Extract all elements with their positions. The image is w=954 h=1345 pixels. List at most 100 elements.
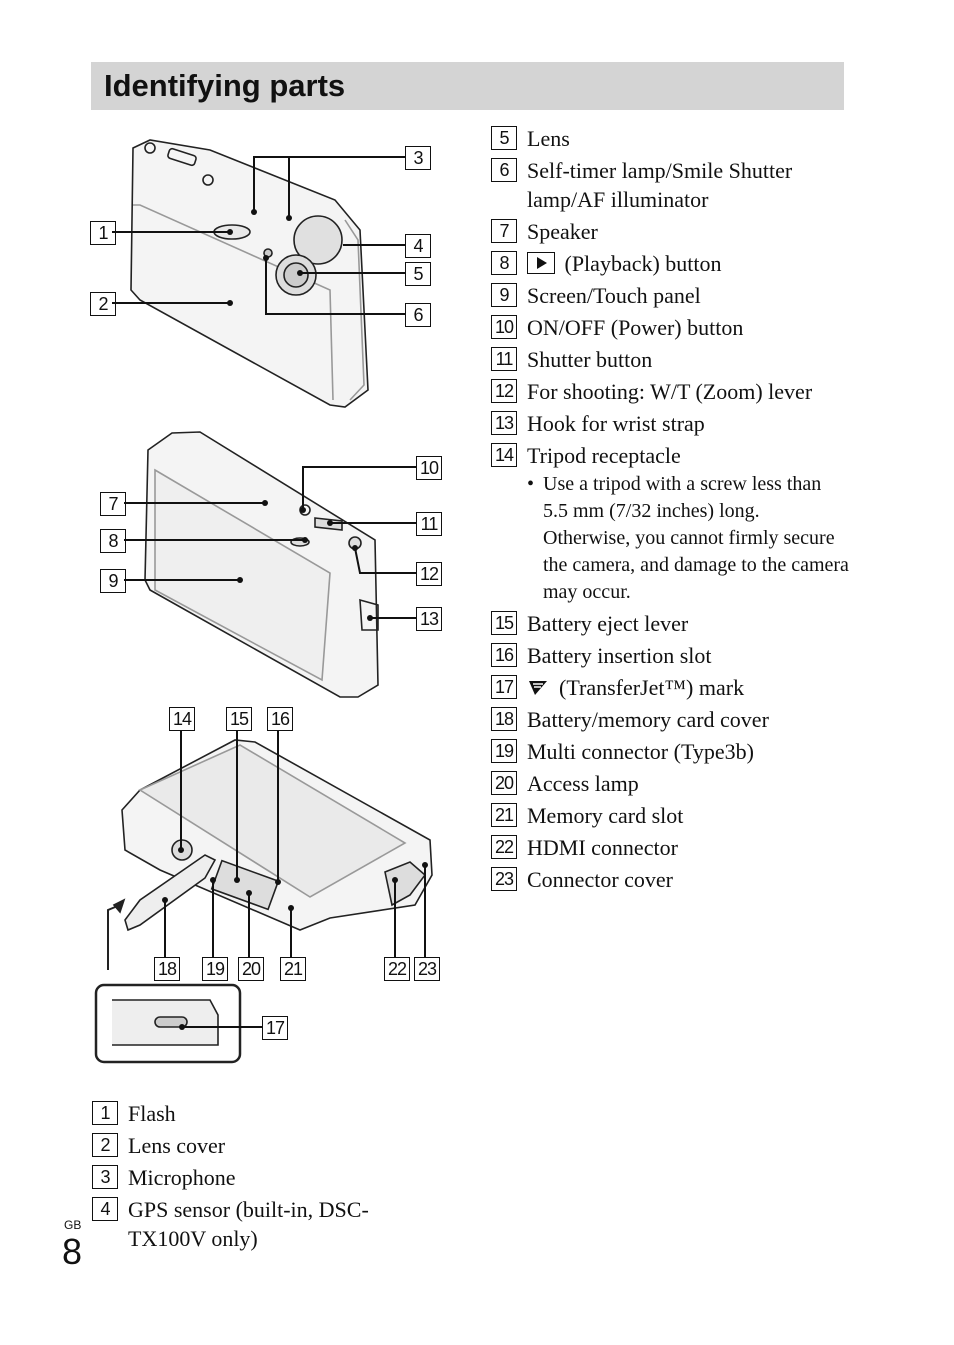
callout-7: 7 (100, 492, 126, 516)
list-item: 12 For shooting: W/T (Zoom) lever (491, 377, 851, 406)
tripod-note: • Use a tripod with a screw less than 5.5… (527, 471, 851, 606)
list-item: 18 Battery/memory card cover (491, 705, 851, 734)
item-label: HDMI connector (527, 835, 678, 860)
item-label: Microphone (128, 1165, 236, 1190)
item-number: 14 (491, 443, 517, 467)
item-label: Access lamp (527, 771, 639, 796)
item-label: Battery eject lever (527, 611, 689, 636)
list-item: 10 ON/OFF (Power) button (491, 313, 851, 342)
camera-bottom-view (107, 739, 433, 970)
item-label: For shooting: W/T (Zoom) lever (527, 379, 813, 404)
list-item: 7 Speaker (491, 217, 851, 246)
list-item: 5 Lens (491, 124, 851, 153)
item-number: 18 (491, 707, 517, 731)
item-label: ON/OFF (Power) button (527, 315, 744, 340)
item-number: 2 (92, 1133, 118, 1157)
callout-17: 17 (262, 1016, 288, 1040)
callout-12: 12 (416, 562, 442, 586)
transferjet-icon (529, 681, 547, 695)
list-item: 11 Shutter button (491, 345, 851, 374)
callout-21: 21 (280, 957, 306, 981)
list-item: 8 (Playback) button (491, 249, 851, 278)
list-item: 13 Hook for wrist strap (491, 409, 851, 438)
callout-2: 2 (90, 292, 116, 316)
list-item: 16 Battery insertion slot (491, 641, 851, 670)
item-label: Screen/Touch panel (527, 283, 701, 308)
item-label: Multi connector (Type3b) (527, 739, 754, 764)
bullet-icon: • (527, 473, 535, 495)
callout-10: 10 (416, 456, 442, 480)
list-item: 23 Connector cover (491, 865, 851, 894)
item-number: 4 (92, 1197, 118, 1221)
region-code: GB (64, 1218, 82, 1232)
item-label: Battery insertion slot (527, 643, 712, 668)
callout-13: 13 (416, 607, 442, 631)
camera-front-view (130, 139, 369, 408)
callout-6: 6 (405, 303, 431, 327)
item-number: 20 (491, 771, 517, 795)
note-text: Use a tripod with a screw less than 5.5 … (543, 473, 849, 603)
item-label: Lens (527, 126, 570, 151)
item-label: Connector cover (527, 867, 673, 892)
list-item: 20 Access lamp (491, 769, 851, 798)
transferjet-inset (94, 983, 242, 1064)
item-number: 12 (491, 379, 517, 403)
item-number: 21 (491, 803, 517, 827)
list-item: 4 GPS sensor (built-in, DSC-TX100V only) (92, 1195, 412, 1253)
item-number: 1 (92, 1101, 118, 1125)
item-number: 13 (491, 411, 517, 435)
callout-3: 3 (405, 146, 431, 170)
callout-1: 1 (90, 221, 116, 245)
callout-5: 5 (405, 262, 431, 286)
callout-11: 11 (416, 512, 442, 536)
item-number: 22 (491, 835, 517, 859)
callout-18: 18 (154, 957, 180, 981)
item-label: Tripod receptacle (527, 443, 681, 468)
item-number: 23 (491, 867, 517, 891)
callout-14: 14 (169, 707, 195, 731)
callout-23: 23 (414, 957, 440, 981)
item-number: 9 (491, 283, 517, 307)
item-label: Memory card slot (527, 803, 684, 828)
item-number: 10 (491, 315, 517, 339)
item-label: (Playback) button (564, 251, 722, 276)
list-item: 22 HDMI connector (491, 833, 851, 862)
item-label: Self-timer lamp/Smile Shutter lamp/AF il… (527, 158, 793, 212)
list-item: 17 (TransferJet™) mark (491, 673, 851, 702)
list-item: 9 Screen/Touch panel (491, 281, 851, 310)
list-item: 21 Memory card slot (491, 801, 851, 830)
item-label: Hook for wrist strap (527, 411, 705, 436)
item-label: Speaker (527, 219, 598, 244)
callout-22: 22 (384, 957, 410, 981)
item-number: 5 (491, 126, 517, 150)
list-item: 14 Tripod receptacle • Use a tripod with a… (491, 441, 851, 606)
playback-icon (527, 252, 555, 274)
camera-back-view (144, 431, 379, 698)
item-number: 16 (491, 643, 517, 667)
item-number: 17 (491, 675, 517, 699)
callout-16: 16 (267, 707, 293, 731)
item-number: 8 (491, 251, 517, 275)
list-item: 2 Lens cover (92, 1131, 412, 1160)
callout-19: 19 (202, 957, 228, 981)
item-label: Lens cover (128, 1133, 226, 1158)
callout-15: 15 (226, 707, 252, 731)
item-label: Battery/memory card cover (527, 707, 769, 732)
callout-4: 4 (405, 234, 431, 258)
item-label: (TransferJet™) mark (559, 675, 745, 700)
item-label: Shutter button (527, 347, 653, 372)
page-title: Identifying parts (104, 68, 346, 103)
callout-20: 20 (238, 957, 264, 981)
item-number: 11 (491, 347, 517, 371)
item-label: GPS sensor (built-in, DSC-TX100V only) (128, 1197, 369, 1251)
item-number: 7 (491, 219, 517, 243)
page-number: 8 (62, 1231, 83, 1272)
